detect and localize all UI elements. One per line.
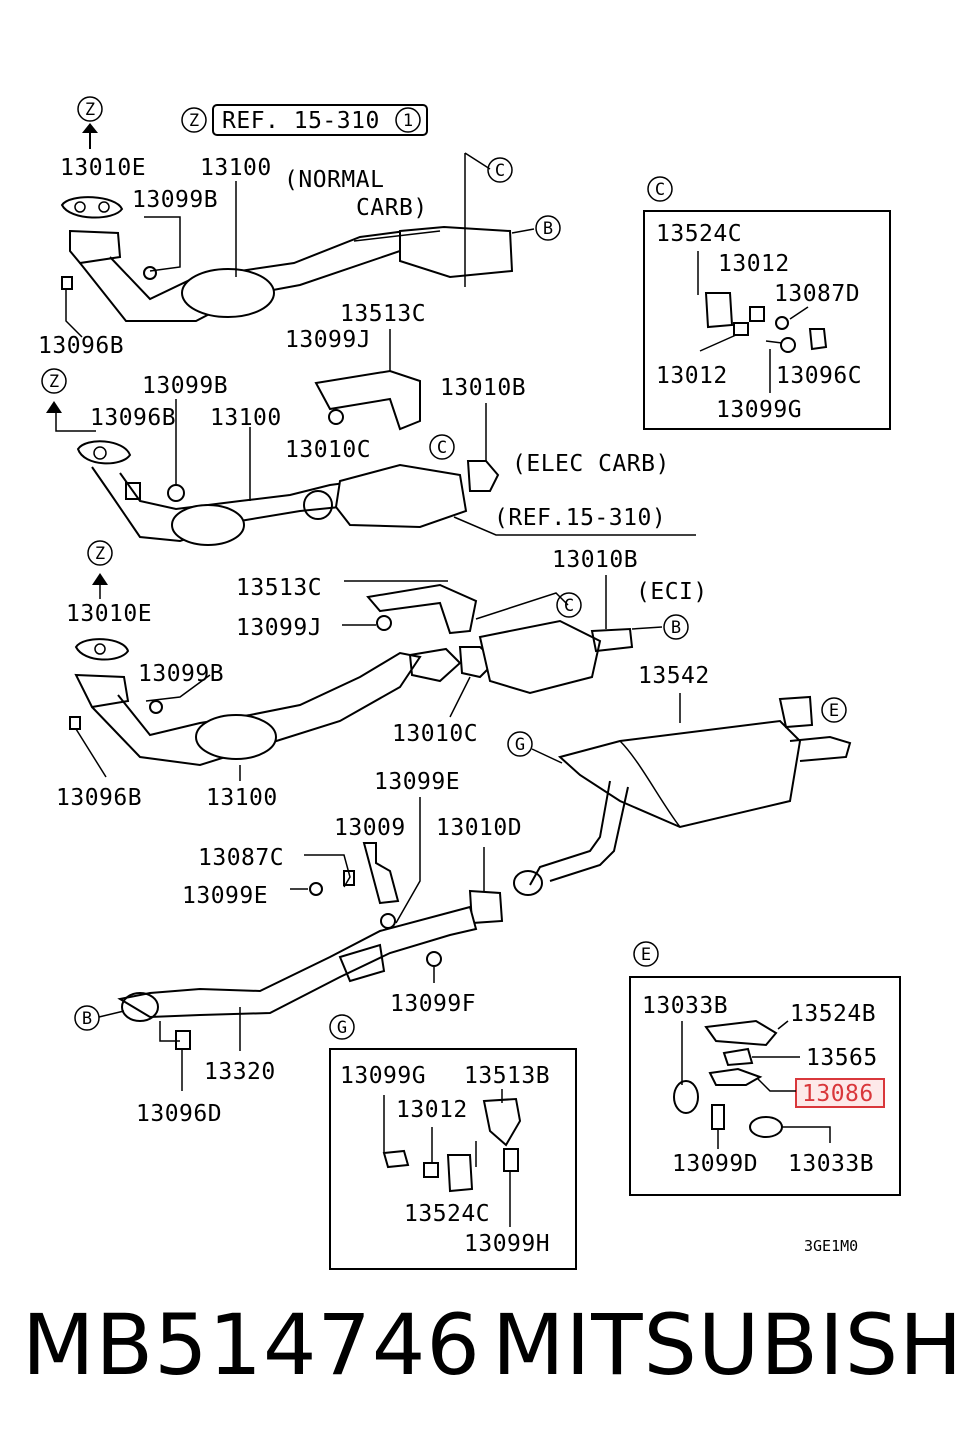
circle-c-1: C — [495, 161, 505, 181]
box-g-label-13012: 13012 — [396, 1097, 468, 1123]
box-g-label-13099G: 13099G — [340, 1063, 426, 1089]
box-e-marker: E — [641, 945, 651, 965]
circle-z-header: Z — [189, 111, 199, 131]
circle-marker — [181, 107, 207, 133]
rubber-hanger-g — [446, 1154, 474, 1193]
box-g-label-13099H: 13099H — [464, 1231, 550, 1257]
box-c-label-13096C: 13096C — [776, 363, 862, 389]
box-g-label-13513B: 13513B — [464, 1063, 550, 1089]
heat-shield-bracket-2 — [366, 583, 478, 635]
box-c-label-13524C: 13524C — [656, 221, 742, 247]
ref-number: 1 — [403, 111, 413, 131]
label-13513C-b: 13513C — [236, 575, 322, 601]
label-13099B-c: 13099B — [138, 661, 224, 687]
label-13010E-a: 13010E — [60, 155, 146, 181]
label-13010C-b: 13010C — [392, 721, 478, 747]
box-g-marker: G — [337, 1018, 347, 1038]
center-pipe — [117, 905, 478, 1019]
detail-box-e — [629, 976, 901, 1196]
label-ref-15-310: (REF.15-310) — [494, 505, 666, 531]
circle-c-2: C — [437, 438, 447, 458]
label-13099E-a: 13099E — [374, 769, 460, 795]
detail-box-c — [643, 210, 891, 430]
label-13100-c: 13100 — [206, 785, 278, 811]
gasket-ring-2 — [749, 1116, 783, 1138]
box-e-label-13565: 13565 — [806, 1045, 878, 1071]
footer: MB514746 MITSUBISHI — [0, 1290, 960, 1400]
gasket — [60, 196, 124, 219]
box-c-label-13012-a: 13012 — [718, 251, 790, 277]
box-e-label-13524B: 13524B — [790, 1001, 876, 1027]
label-13010B-a: 13010B — [440, 375, 526, 401]
label-13320: 13320 — [204, 1059, 276, 1085]
circle-b-3: B — [82, 1009, 92, 1029]
circle-e-1: E — [829, 701, 839, 721]
label-13010B-b: 13010B — [552, 547, 638, 573]
label-13513C-a: 13513C — [340, 301, 426, 327]
ref-box — [212, 104, 428, 136]
label-13009: 13009 — [334, 815, 406, 841]
box-c-label-13099G: 13099G — [716, 397, 802, 423]
box-e-label-13033B-b: 13033B — [788, 1151, 874, 1177]
label-13099B-a: 13099B — [132, 187, 218, 213]
label-13096B-b: 13096B — [90, 405, 176, 431]
box-e-label-13033B-a: 13033B — [642, 993, 728, 1019]
label-elec-carb: (ELEC CARB) — [512, 451, 670, 477]
box-c-marker: C — [655, 180, 665, 200]
label-13010E-b: 13010E — [66, 601, 152, 627]
label-eci: (ECI) — [636, 579, 708, 605]
box-g-label-13524C: 13524C — [404, 1201, 490, 1227]
label-13099E-b: 13099E — [182, 883, 268, 909]
gasket-2 — [74, 638, 130, 661]
bracket-13086 — [708, 1067, 763, 1086]
ref-text: REF. 15-310 — [222, 108, 380, 134]
circle-c-3: C — [564, 596, 574, 616]
box-c-label-13012-b: 13012 — [656, 363, 728, 389]
box-e-label-13086: 13086 — [802, 1081, 874, 1107]
label-13099B-b: 13099B — [142, 373, 228, 399]
label-normal-2: CARB) — [356, 195, 428, 221]
label-13010C-a: 13010C — [285, 437, 371, 463]
label-13100-a: 13100 — [200, 155, 272, 181]
gasket-ring — [673, 1080, 699, 1114]
circle-b-1: B — [543, 219, 553, 239]
detail-box-g — [329, 1048, 577, 1270]
pipe-flange — [399, 225, 514, 279]
box-c-label-13087D: 13087D — [774, 281, 860, 307]
main-muffler — [557, 719, 802, 829]
catalytic-converter — [181, 268, 275, 318]
circle-z-2: Z — [49, 372, 59, 392]
label-13100-b: 13100 — [210, 405, 282, 431]
label-13096B-a: 13096B — [38, 333, 124, 359]
label-normal-1: (NORMAL — [284, 167, 384, 193]
highlight-box — [795, 1078, 885, 1108]
label-13099J-b: 13099J — [236, 615, 322, 641]
label-13087C: 13087C — [198, 845, 284, 871]
circle-b-2: B — [671, 618, 681, 638]
brand-name: MITSUBISHI — [492, 1296, 960, 1394]
label-13010D: 13010D — [436, 815, 522, 841]
label-13096B-c: 13096B — [56, 785, 142, 811]
rubber-hanger — [704, 292, 734, 329]
circle-marker — [395, 107, 421, 133]
label-13542: 13542 — [638, 663, 710, 689]
heat-shield-bracket — [314, 369, 421, 431]
circle-z-1: Z — [85, 100, 95, 120]
circle-z-3: Z — [95, 544, 105, 564]
label-13096D: 13096D — [136, 1101, 222, 1127]
catalytic-converter-2 — [334, 463, 468, 529]
label-13099F: 13099F — [390, 991, 476, 1017]
circle-g-1: G — [515, 735, 525, 755]
diagram-code: 3GE1M0 — [804, 1237, 858, 1255]
catalytic-converter-3 — [478, 619, 602, 695]
label-13099J-a: 13099J — [285, 327, 371, 353]
part-number: MB514746 — [22, 1296, 481, 1394]
box-e-label-13099D: 13099D — [672, 1151, 758, 1177]
